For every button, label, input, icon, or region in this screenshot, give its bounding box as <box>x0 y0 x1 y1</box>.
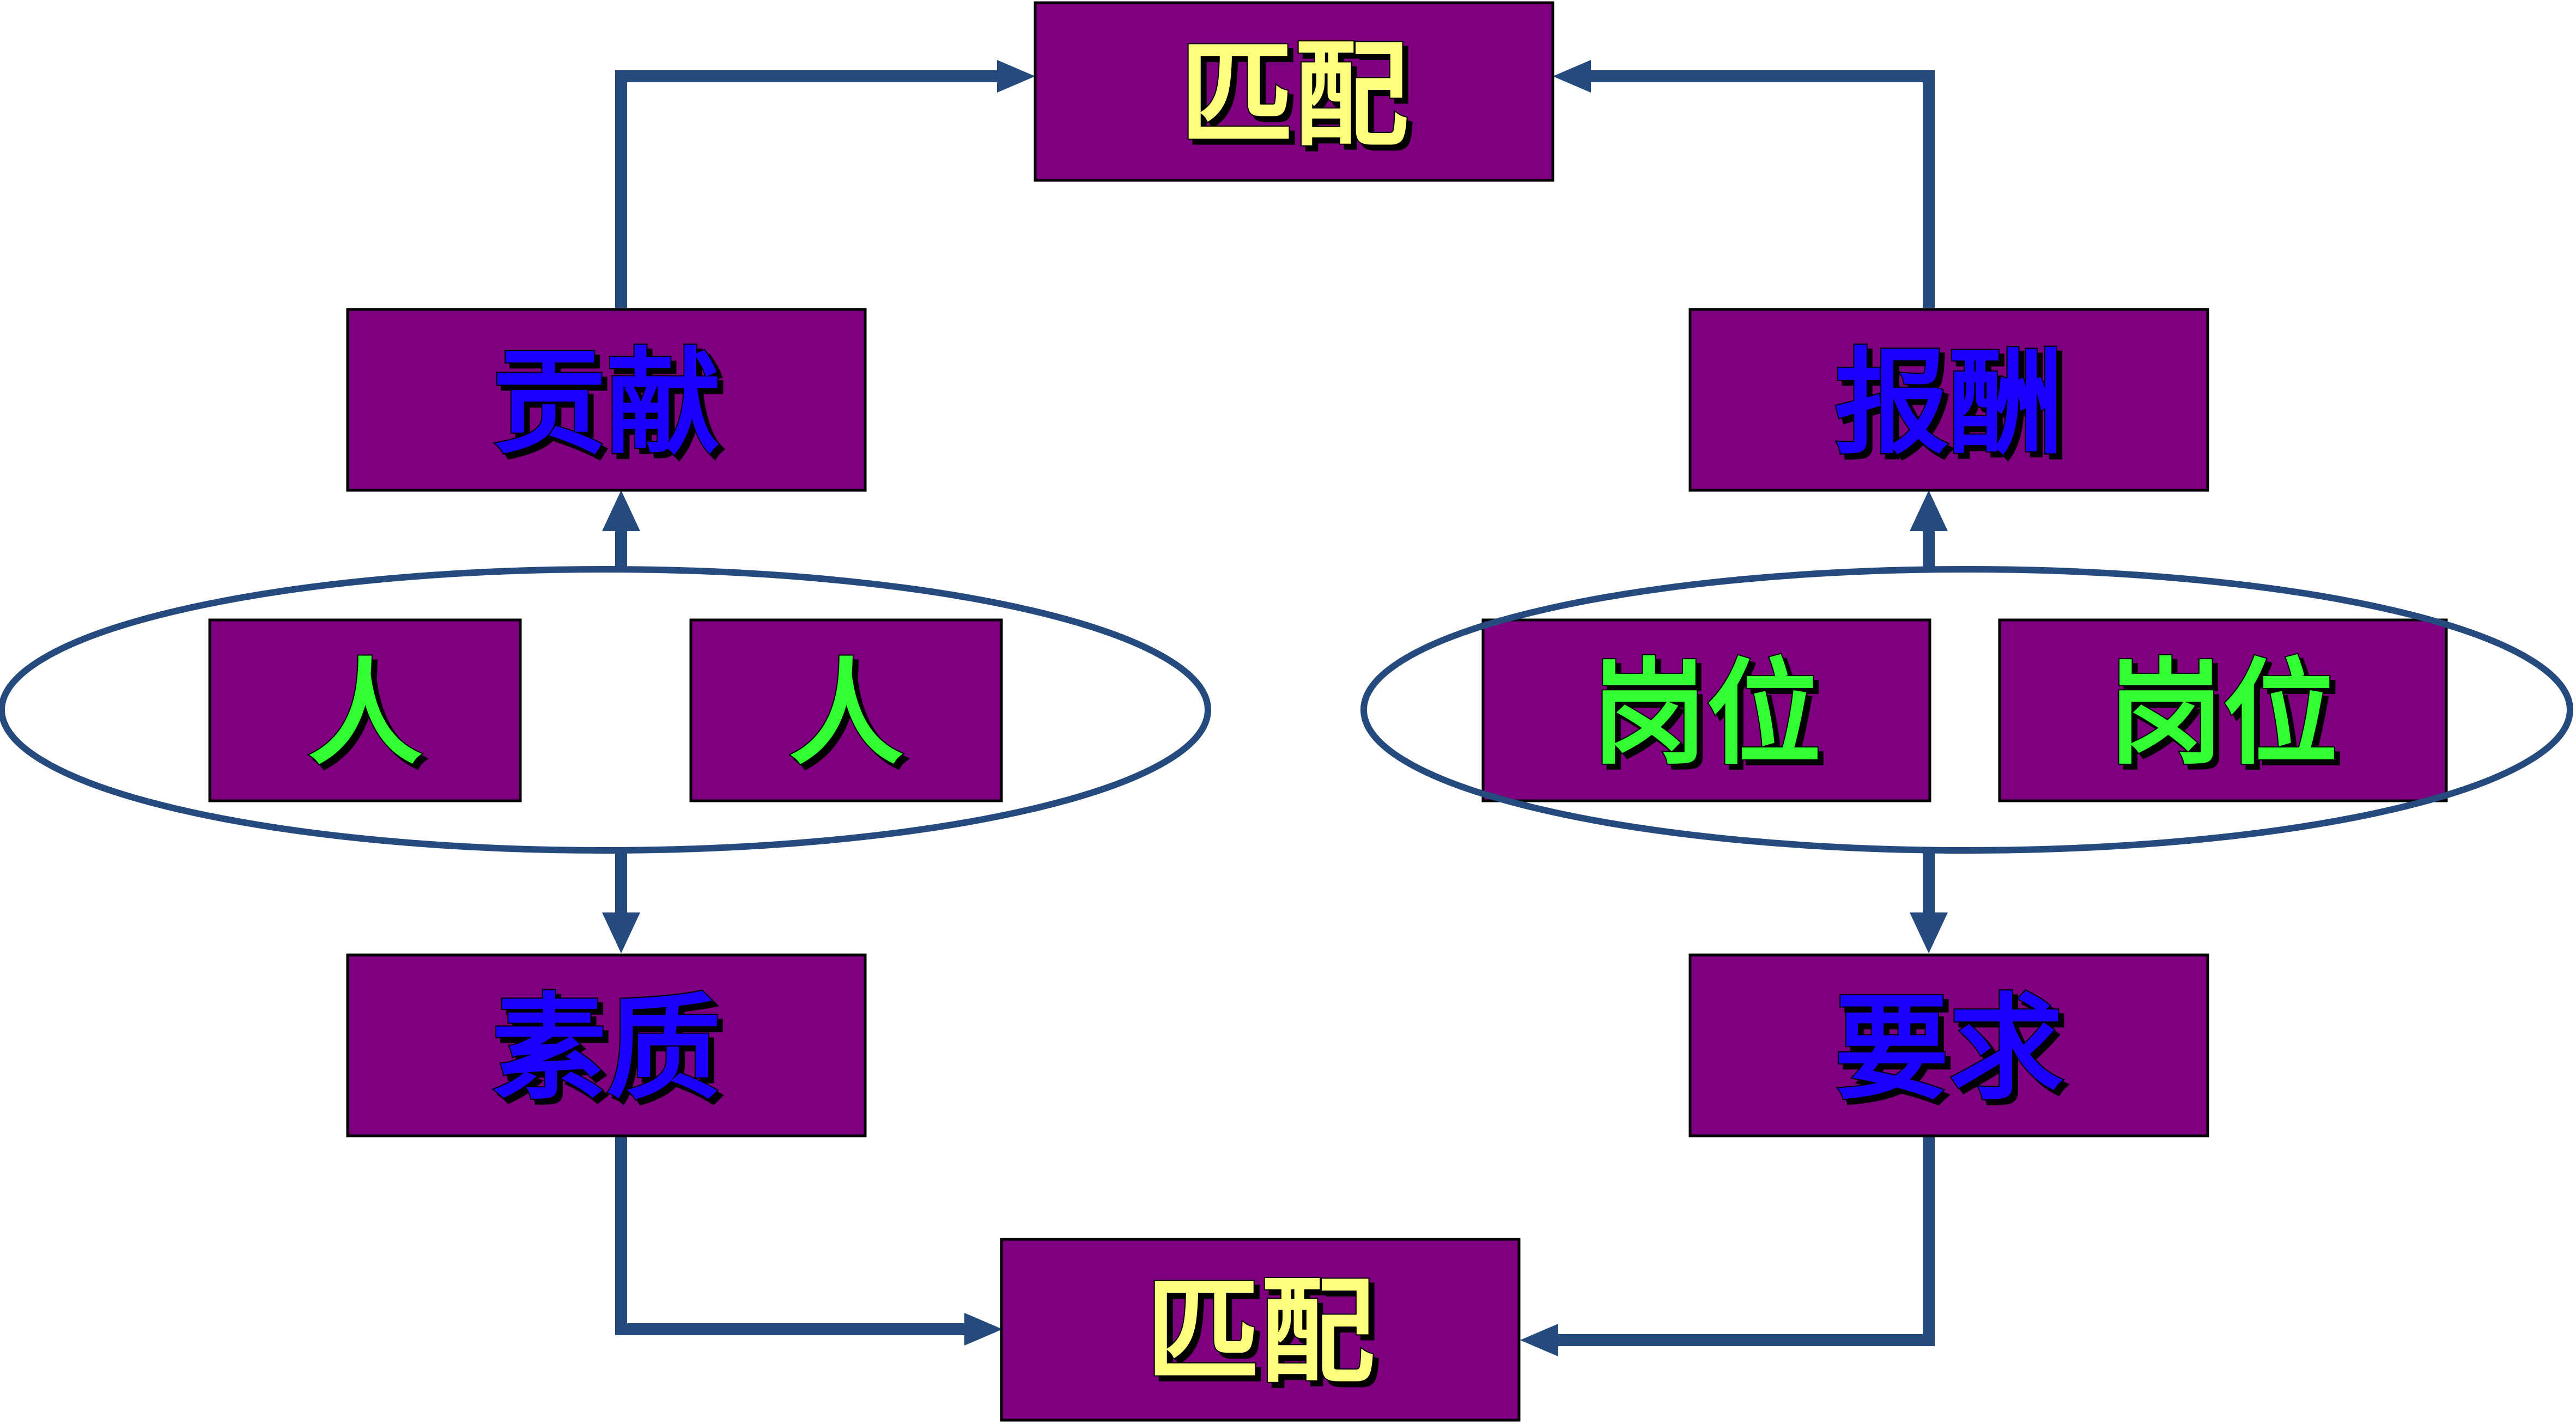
contribution-label: 贡献 <box>492 337 721 470</box>
arrowhead-top-match-left <box>997 60 1035 93</box>
person-box-1 <box>208 618 522 802</box>
connector-contribution-to-top-match <box>615 70 997 308</box>
position-label-1: 岗位 <box>1592 647 1821 781</box>
arrowhead-top-match-right <box>1553 60 1591 93</box>
positions-group: 岗位 岗位 <box>1360 566 2573 854</box>
requirement-node: 要求 <box>1688 953 2209 1137</box>
connectors <box>602 60 1948 1356</box>
quality-label: 素质 <box>492 982 721 1116</box>
top-match-label: 匹配 <box>1180 29 1408 162</box>
position-box-1 <box>1481 618 1931 802</box>
bottom-match-node: 匹配 <box>1000 1238 1521 1422</box>
arrowhead-bottom-match-left <box>964 1313 1003 1346</box>
people-ellipse <box>0 566 1211 854</box>
arrowhead-quality <box>602 912 640 953</box>
connector-requirement-to-bottom-match <box>1558 1136 1935 1346</box>
people-group: 人 人 <box>0 566 1211 854</box>
arrowhead-contribution <box>602 490 640 531</box>
arrowhead-requirement <box>1910 912 1948 953</box>
position-label-2: 岗位 <box>2109 647 2337 781</box>
requirement-label: 要求 <box>1834 982 2063 1116</box>
quality-node: 素质 <box>346 953 867 1137</box>
arrowhead-reward <box>1910 490 1948 531</box>
position-box-2 <box>1998 618 2448 802</box>
connector-quality-to-bottom-match <box>615 1136 964 1335</box>
contribution-node: 贡献 <box>346 308 867 492</box>
reward-label: 报酬 <box>1834 337 2063 470</box>
bottom-match-label: 匹配 <box>1146 1265 1375 1399</box>
reward-node: 报酬 <box>1688 308 2209 492</box>
arrowhead-bottom-match-right <box>1520 1324 1558 1356</box>
top-match-node: 匹配 <box>1034 1 1554 182</box>
positions-ellipse <box>1360 566 2573 854</box>
person-label-1: 人 <box>308 647 422 781</box>
person-label-2: 人 <box>789 647 903 781</box>
person-box-2 <box>689 618 1003 802</box>
connector-reward-to-top-match <box>1591 70 1935 308</box>
